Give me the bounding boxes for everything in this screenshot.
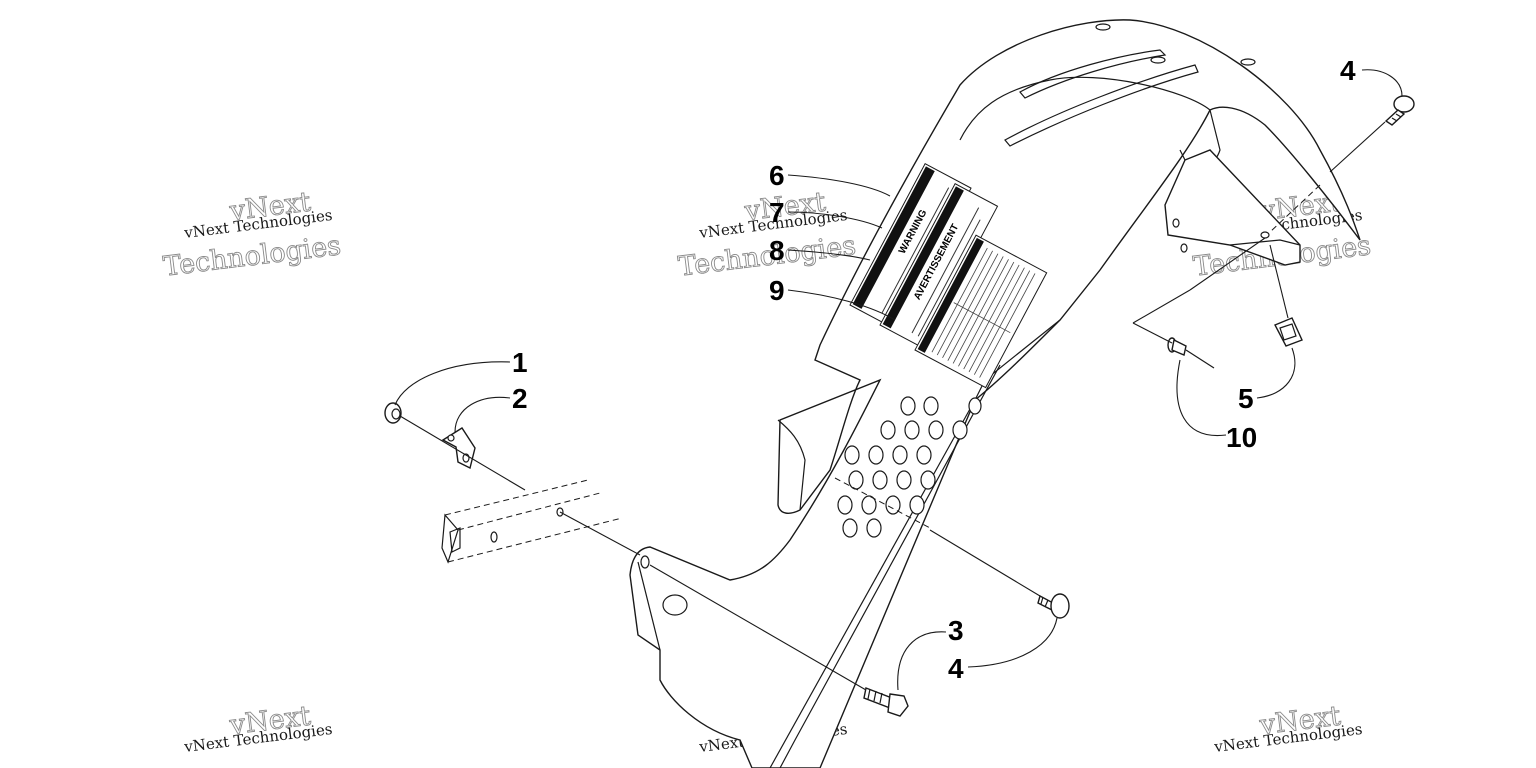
info-decal bbox=[914, 234, 1048, 389]
callout-9: 9 bbox=[769, 275, 785, 306]
washer-bolt-lower bbox=[1037, 593, 1070, 619]
callout-5: 5 bbox=[1238, 383, 1254, 414]
washer-bolt-upper bbox=[1384, 95, 1415, 126]
callout-2: 2 bbox=[512, 383, 528, 414]
nut-part bbox=[384, 402, 402, 424]
rear-bracket bbox=[1164, 149, 1301, 266]
clip-nut-part bbox=[1274, 317, 1303, 347]
watermark-left: vNext Technologies vNext Technologies bbox=[161, 186, 343, 283]
callout-10: 10 bbox=[1226, 422, 1257, 453]
bolt-part bbox=[863, 687, 909, 717]
callout-3: 3 bbox=[948, 615, 964, 646]
watermark-center: vNext Technologies vNext Technologies bbox=[676, 186, 858, 283]
callout-7: 7 bbox=[769, 197, 785, 228]
leader-lines bbox=[394, 69, 1403, 691]
watermark-bottom-right: vNext Technologies vNext bbox=[1212, 700, 1363, 756]
callout-labels: 1 2 3 4 4 5 6 7 8 9 10 bbox=[512, 55, 1356, 684]
callout-1: 1 bbox=[512, 347, 528, 378]
watermark-bottom-left: vNext Technologies vNext bbox=[182, 700, 333, 756]
callout-4-lower: 4 bbox=[948, 653, 964, 684]
fender-panel bbox=[629, 19, 1361, 768]
callout-8: 8 bbox=[769, 235, 785, 266]
rivet-part bbox=[1167, 337, 1215, 369]
frame-rail bbox=[441, 479, 623, 564]
clamp-part bbox=[441, 427, 476, 470]
vent-holes bbox=[837, 396, 982, 538]
callout-6: 6 bbox=[769, 160, 785, 191]
assembly-lines bbox=[399, 121, 1386, 691]
callout-4-upper: 4 bbox=[1340, 55, 1356, 86]
